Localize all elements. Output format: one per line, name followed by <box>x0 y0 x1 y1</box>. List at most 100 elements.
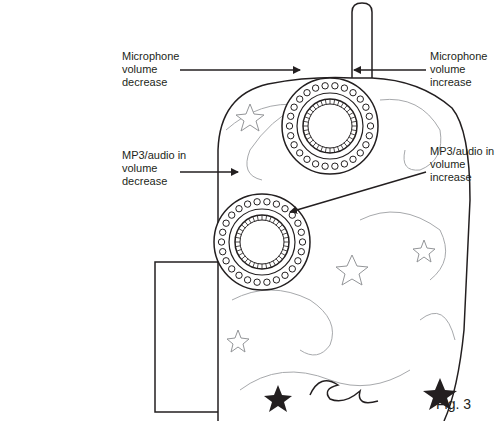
ring-dot <box>244 277 250 283</box>
knob-grip <box>341 145 344 149</box>
knob-grip <box>313 105 316 109</box>
knob-grip <box>283 233 288 235</box>
knob-grip <box>344 143 347 147</box>
device-body <box>218 78 470 421</box>
ring-dot <box>304 90 310 96</box>
ring-dot <box>273 201 279 207</box>
knob-grip <box>352 129 357 131</box>
ring-dot <box>312 161 318 167</box>
ring-dot <box>282 272 288 278</box>
knob-face <box>308 104 352 148</box>
ring-dot <box>367 123 373 129</box>
knob-grip <box>313 143 316 147</box>
logo-scroll <box>310 381 378 403</box>
knob-ring <box>214 194 310 290</box>
ring-dot <box>312 85 318 91</box>
knob-grip <box>257 215 259 220</box>
knob-grip <box>321 101 323 106</box>
knob-grip <box>341 103 344 107</box>
ring-dot <box>254 279 260 285</box>
knob-grip <box>317 145 320 149</box>
ring-dot <box>299 239 305 245</box>
callout-label: MP3/audio in volume decrease <box>122 149 192 188</box>
knob-grip <box>284 242 289 243</box>
ring-dot <box>289 266 295 272</box>
ring-dot <box>223 220 229 226</box>
ring-dot <box>229 266 235 272</box>
knob-grip <box>276 221 279 225</box>
knob-grip <box>283 250 288 252</box>
knob-grip <box>305 117 310 119</box>
ring-dot <box>282 206 288 212</box>
ring-dot <box>218 239 224 245</box>
knob-grip <box>305 134 310 136</box>
knob-grip <box>235 242 240 243</box>
knob-grip <box>239 229 243 232</box>
side-bracket <box>155 262 218 412</box>
knob-grip <box>270 263 272 268</box>
callout-label: MP3/audio in volume increase <box>430 145 496 184</box>
ring-dot <box>291 142 297 148</box>
ring-dot <box>341 85 347 91</box>
knob-grip <box>303 129 308 131</box>
knob-grip <box>262 264 263 269</box>
ring-dot <box>220 249 226 255</box>
knob-grip <box>270 217 272 222</box>
knob-face <box>240 220 284 264</box>
knob-grip <box>279 225 283 228</box>
knob-grip <box>333 148 335 153</box>
ring-dot <box>288 133 294 139</box>
knob-grip <box>309 109 313 112</box>
knob-grip <box>235 237 240 239</box>
knob-grip <box>253 217 255 222</box>
knob-grip <box>317 103 320 107</box>
knob-grip <box>338 101 340 106</box>
knob-grip <box>347 109 351 112</box>
ring-dot <box>297 96 303 102</box>
stars-dark <box>264 378 457 412</box>
ring-dot <box>304 156 310 162</box>
knob-grip <box>237 233 242 235</box>
knob-grip <box>321 147 323 152</box>
ring-dot <box>244 201 250 207</box>
knob-grip <box>235 245 240 247</box>
knob-grip <box>281 229 285 232</box>
knob-grip <box>349 137 353 140</box>
ring-inner-edge <box>229 209 295 275</box>
ring-dot <box>332 163 338 169</box>
knob-ring <box>282 78 378 174</box>
knob-grip <box>325 148 327 153</box>
knob-grip <box>284 245 289 247</box>
knob-grip <box>276 259 279 263</box>
ring-dot <box>223 258 229 264</box>
ring-dot <box>350 90 356 96</box>
knob-grip <box>352 121 357 123</box>
ring-dot <box>288 113 294 119</box>
knob-grip <box>245 221 248 225</box>
knob-grip <box>303 126 308 127</box>
ring-dot <box>357 96 363 102</box>
ring-dot <box>236 272 242 278</box>
ring-dot <box>254 199 260 205</box>
knob-grip <box>279 256 283 259</box>
knob-grip <box>239 253 243 256</box>
knob-grip <box>253 263 255 268</box>
callout-label: Microphone volume increase <box>430 50 496 89</box>
knob-grip <box>309 140 313 143</box>
ring-dot <box>295 258 301 264</box>
ring-dot <box>273 277 279 283</box>
knob-grip <box>338 147 340 152</box>
knob <box>303 99 357 153</box>
knob <box>235 215 289 269</box>
ring-dot <box>298 249 304 255</box>
knob-grip <box>237 250 242 252</box>
ring-dot <box>363 142 369 148</box>
knob-grip <box>333 99 335 104</box>
knob-grip <box>265 264 267 269</box>
ring-dot <box>229 212 235 218</box>
knob-grip <box>347 140 351 143</box>
knob-grip <box>351 117 356 119</box>
knob-grip <box>249 219 252 223</box>
knob-grip <box>330 99 331 104</box>
knob-grip <box>307 137 311 140</box>
